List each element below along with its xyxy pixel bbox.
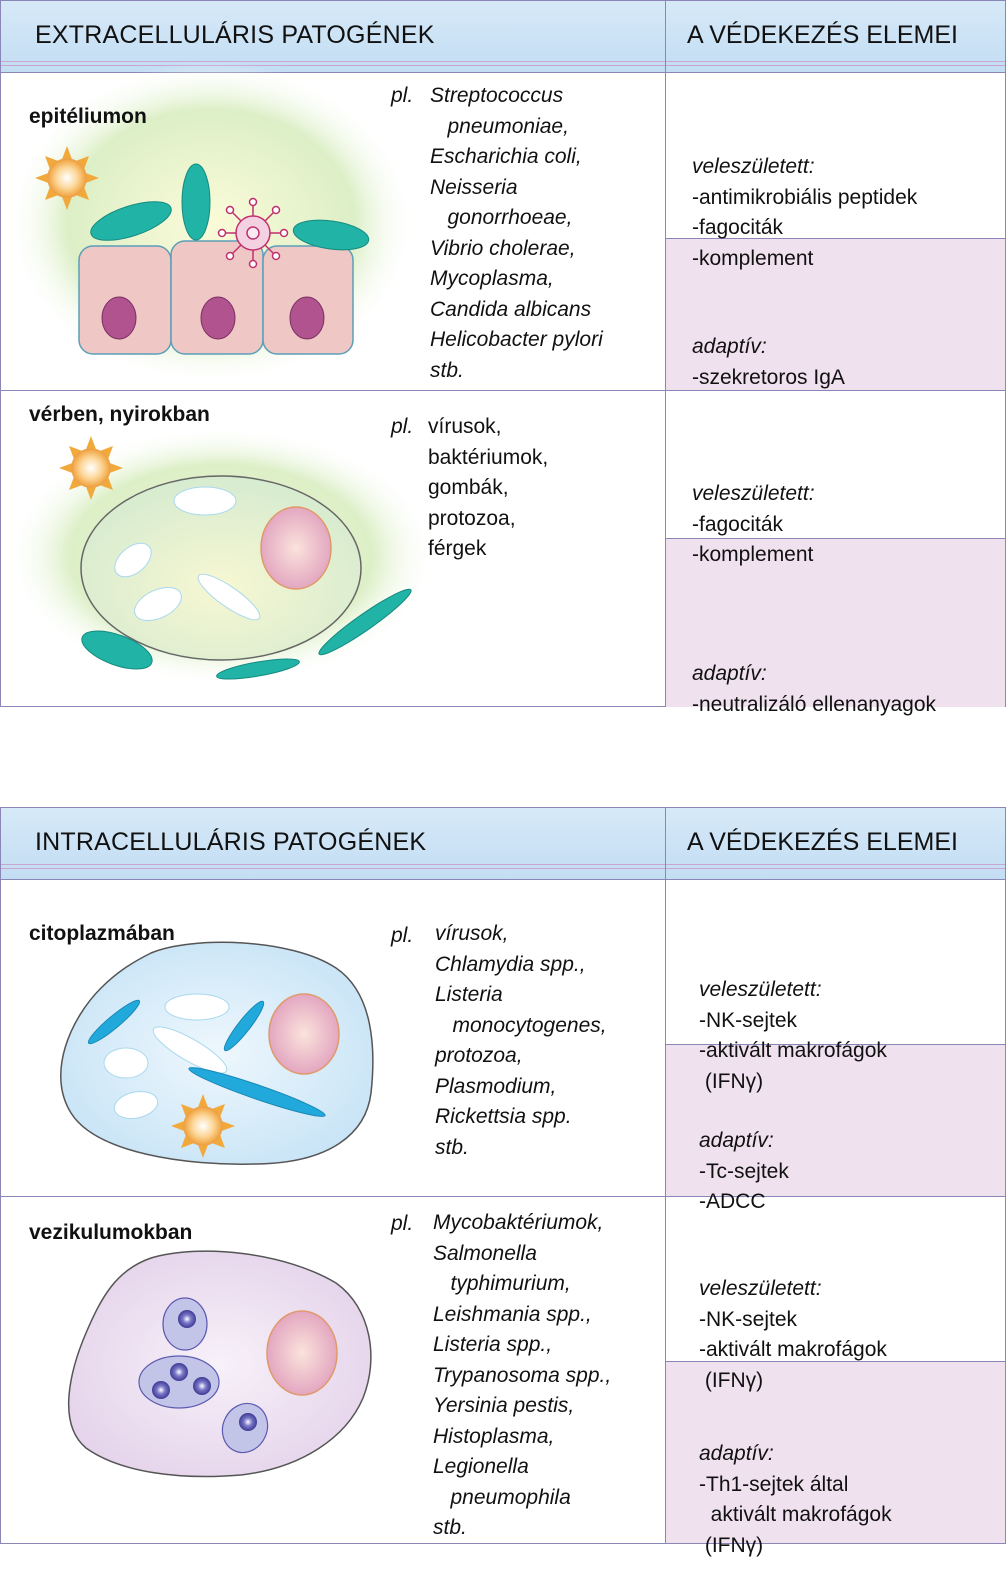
example-prefix: pl. [391, 84, 414, 107]
nucleus [268, 993, 340, 1075]
extracellular-illustrations [6, 61, 436, 686]
innate-defense: veleszületett: -fagociták -komplement [692, 418, 815, 601]
mycobacterium [239, 1413, 257, 1431]
innate-items: -antimikrobiális peptidek -fagociták -ko… [692, 185, 918, 270]
adaptive-title: adaptív: [699, 1442, 774, 1465]
innate-title: veleszületett: [699, 978, 822, 1001]
adaptive-defense: adaptív: -Th1-sejtek által aktivált makro… [699, 1378, 892, 1592]
pathogen-examples: vírusok, baktériumok, gombák, protozoa, … [428, 415, 549, 560]
adaptive-items: -Tc-sejtek -ADCC [699, 1159, 789, 1214]
innate-title: veleszületett: [692, 482, 815, 505]
adaptive-items: -neutralizáló ellenanyagok [692, 692, 936, 716]
example-prefix: pl. [391, 1212, 414, 1235]
epithelial-cells [78, 240, 354, 355]
table-header: EXTRACELLULÁRIS PATOGÉNEK A VÉDEKEZÉS EL… [1, 1, 1005, 73]
example-prefix: pl. [391, 415, 414, 438]
bacterium [87, 999, 141, 1045]
innate-items: -NK-sejtek -aktivált makrofágok (IFNγ) [699, 1008, 887, 1093]
vesicle [113, 1090, 159, 1120]
vesicle [197, 573, 261, 621]
header-defense-title: A VÉDEKEZÉS ELEMEI [687, 21, 958, 49]
location-label: citoplazmában [29, 922, 175, 945]
vesicle [152, 1026, 228, 1074]
innate-defense: veleszületett: -NK-sejtek -aktivált makro… [699, 914, 887, 1128]
cell-divider [666, 538, 1005, 539]
innate-defense: veleszületett: -antimikrobiális peptidek … [692, 91, 917, 305]
virus-icon [217, 197, 289, 269]
intracellular-table: INTRACELLULÁRIS PATOGÉNEK A VÉDEKEZÉS EL… [0, 807, 1006, 1557]
adaptive-cell [666, 1044, 1005, 1196]
row-divider [1, 390, 1005, 391]
bacterium [188, 1067, 326, 1117]
pathogen-examples: Mycobaktériumok, Salmonella typhimurium,… [433, 1211, 612, 1539]
header-defense-title: A VÉDEKEZÉS ELEMEI [687, 828, 958, 856]
vesicle [173, 486, 237, 516]
pathogen-examples: Streptococcus pneumoniae, Escharichia co… [430, 84, 603, 382]
vesicle [134, 586, 182, 622]
adaptive-defense: adaptív: -neutralizáló ellenanyagok [692, 598, 936, 751]
row-divider [1, 1196, 1005, 1197]
adaptive-title: adaptív: [692, 662, 767, 685]
mycobacterium [178, 1310, 196, 1328]
cell-body [67, 1250, 372, 1478]
column-divider [665, 1, 666, 706]
example-prefix: pl. [391, 924, 414, 947]
adaptive-title: adaptív: [699, 1129, 774, 1152]
bacterium [181, 163, 211, 241]
adaptive-items: -szekretoros IgA [692, 365, 845, 389]
header-title: INTRACELLULÁRIS PATOGÉNEK [35, 828, 427, 856]
nucleus [266, 1310, 338, 1396]
location-label: vezikulumokban [29, 1221, 193, 1244]
adaptive-title: adaptív: [692, 335, 767, 358]
bacterium [81, 630, 153, 670]
intracellular-illustrations [60, 941, 374, 1478]
extracellular-table: EXTRACELLULÁRIS PATOGÉNEK A VÉDEKEZÉS EL… [0, 0, 1006, 716]
cell-divider [666, 1044, 1005, 1045]
bacterium [216, 658, 300, 680]
adaptive-cell [666, 1361, 1005, 1543]
adaptive-defense: adaptív: -Tc-sejtek -ADCC [699, 1065, 789, 1248]
bacterium [223, 1000, 265, 1052]
adaptive-defense: adaptív: -szekretoros IgA [692, 271, 845, 424]
table-header: INTRACELLULÁRIS PATOGÉNEK A VÉDEKEZÉS EL… [1, 808, 1005, 880]
innate-items: -fagociták -komplement [692, 512, 814, 567]
cell-divider [666, 238, 1005, 239]
location-label: vérben, nyirokban [29, 403, 210, 426]
adaptive-cell [666, 538, 1005, 707]
pathogen-star-icon [171, 1094, 235, 1158]
pathogen-star-icon [59, 436, 123, 500]
adaptive-cell [666, 238, 1005, 390]
innate-title: veleszületett: [692, 155, 815, 178]
mycobacterium [170, 1363, 188, 1381]
location-label: epitéliumon [29, 105, 147, 128]
pathogen-examples: vírusok, Chlamydia spp., Listeria monocy… [435, 922, 607, 1159]
header-title: EXTRACELLULÁRIS PATOGÉNEK [35, 21, 435, 49]
bacterium [292, 219, 370, 251]
nucleus [260, 506, 332, 590]
vesicle [103, 1047, 149, 1079]
adaptive-items: -Th1-sejtek által aktivált makrofágok (I… [699, 1472, 892, 1557]
pathogen-star-icon [35, 146, 99, 210]
mycobacterium [193, 1377, 211, 1395]
innate-defense: veleszületett: -NK-sejtek -aktivált makro… [699, 1213, 887, 1427]
vesicle [114, 542, 152, 578]
vesicle [164, 993, 230, 1021]
cell-divider [666, 1361, 1005, 1362]
innate-title: veleszületett: [699, 1277, 822, 1300]
bacterium [90, 201, 172, 241]
innate-items: -NK-sejtek -aktivált makrofágok (IFNγ) [699, 1307, 887, 1392]
mycobacterium [152, 1381, 170, 1399]
column-divider [665, 808, 666, 1543]
bacterium [318, 588, 412, 656]
